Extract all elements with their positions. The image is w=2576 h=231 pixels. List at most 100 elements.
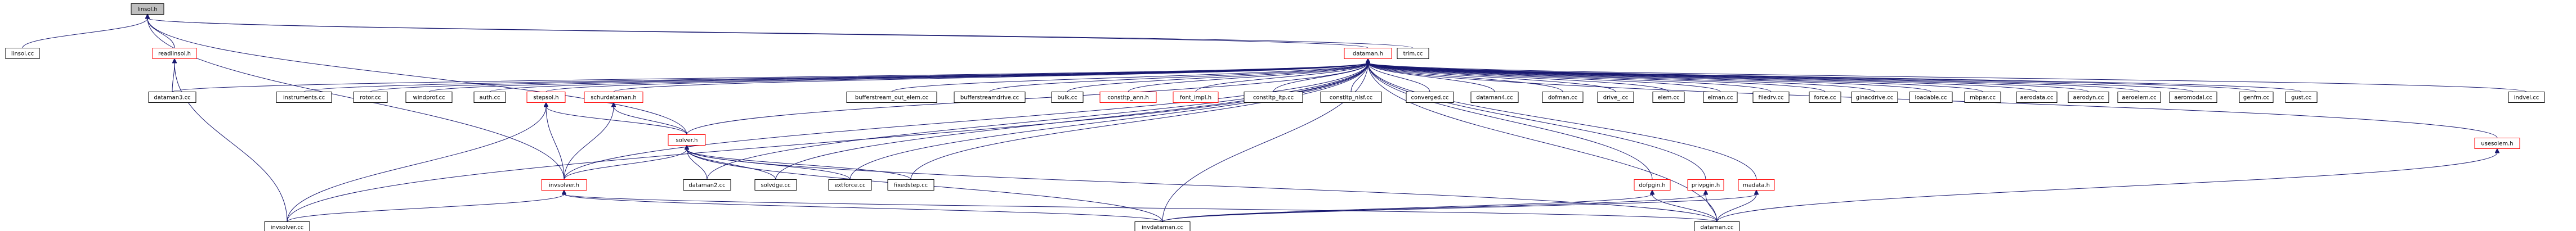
- edge-line: [22, 19, 147, 48]
- node-box: [1738, 179, 1775, 191]
- edge-line: [564, 150, 687, 180]
- node-label: instruments.cc: [283, 95, 325, 101]
- node-linsol-cc[interactable]: linsol.cc: [5, 48, 40, 59]
- node-font-impl-h[interactable]: font_impl.h: [1173, 92, 1219, 103]
- node-box: [264, 221, 310, 231]
- edge-madata_h-to-dataman_h: [1368, 63, 1757, 180]
- node-invsolver-cc[interactable]: invsolver.cc: [264, 221, 310, 231]
- node-loadable-cc[interactable]: loadable.cc: [1909, 92, 1953, 103]
- edge-dofpgin_h-to-dataman_h: [1368, 63, 1653, 180]
- node-dataman-h[interactable]: dataman.h: [1344, 48, 1392, 59]
- node-label: dataman2.cc: [688, 183, 725, 189]
- node-invsolver-h[interactable]: invsolver.h: [541, 179, 587, 191]
- node-bufferstreamdrive-cc[interactable]: bufferstreamdrive.cc: [954, 92, 1026, 103]
- node-box: [846, 92, 937, 103]
- edge-line: [1162, 194, 1706, 222]
- edge-line: [1652, 194, 1718, 222]
- node-windprof-cc[interactable]: windprof.cc: [405, 92, 453, 103]
- edge-converged_cc-to-dataman_h: [1368, 63, 1430, 92]
- edge-ginacdrive_cc-to-dataman_h: [1368, 63, 1875, 92]
- edge-line: [1368, 63, 1757, 180]
- edge-elman_cc-to-dataman_h: [1368, 63, 1721, 92]
- node-box: [1099, 92, 1157, 103]
- node-instruments-cc[interactable]: instruments.cc: [276, 92, 332, 103]
- node-gust-cc[interactable]: gust.cc: [2285, 92, 2318, 103]
- node-constltp-ltp-cc[interactable]: constltp_ltp.cc: [1244, 92, 1303, 103]
- node-readlinsol-h[interactable]: readlinsol.h: [152, 48, 197, 59]
- edge-line: [1706, 194, 1718, 222]
- node-trim-cc[interactable]: trim.cc: [1397, 48, 1429, 59]
- edge-line: [1368, 63, 1718, 222]
- node-label: converged.cc: [1411, 95, 1449, 101]
- node-indvel-cc[interactable]: indvel.cc: [2508, 92, 2545, 103]
- node-privpgin-h[interactable]: privpgin.h: [1687, 179, 1724, 191]
- node-dataman4-cc[interactable]: dataman4.cc: [1470, 92, 1519, 103]
- node-ginacdrive-cc[interactable]: ginacdrive.cc: [1851, 92, 1898, 103]
- node-aerodata-cc[interactable]: aerodata.cc: [2016, 92, 2058, 103]
- node-label: windprof.cc: [413, 95, 445, 101]
- node-box: [584, 92, 643, 103]
- edge-line: [849, 63, 1368, 180]
- node-box: [276, 92, 332, 103]
- edge-line: [1128, 63, 1368, 92]
- edge-line: [428, 63, 1368, 92]
- edge-invsolver_cc-to-invsolver_h: [287, 194, 564, 222]
- node-invdataman-cc[interactable]: invdataman.cc: [1134, 221, 1191, 231]
- node-label: stepsol.h: [533, 95, 558, 101]
- node-converged-cc[interactable]: converged.cc: [1406, 92, 1454, 103]
- node-dataman3-cc[interactable]: dataman3.cc: [148, 92, 196, 103]
- node-dofman-cc[interactable]: dofman.cc: [1542, 92, 1584, 103]
- node-force-cc[interactable]: force.cc: [1809, 92, 1841, 103]
- node-label: linsol.cc: [11, 51, 34, 57]
- node-constltp-nlsf-cc[interactable]: constltp_nlsf.cc: [1320, 92, 1382, 103]
- node-box: [1173, 92, 1219, 103]
- node-solvdge-cc[interactable]: solvdge.cc: [754, 179, 797, 191]
- edge-invsolver_h-to-schurdataman_h: [564, 107, 614, 180]
- node-label: solver.h: [676, 138, 698, 144]
- edge-line: [147, 19, 1414, 48]
- edge-invdataman_cc-to-madata_h: [1162, 194, 1756, 222]
- node-box: [887, 179, 934, 191]
- edge-readlinsol_h-to-linsol_h: [147, 19, 175, 48]
- node-bulk-cc[interactable]: bulk.cc: [1051, 92, 1084, 103]
- node-elem-cc[interactable]: elem.cc: [1652, 92, 1685, 103]
- node-filedrv-cc[interactable]: filedrv.cc: [1752, 92, 1790, 103]
- edge-instruments_cc-to-dataman_h: [303, 63, 1368, 92]
- node-aeroelem-cc[interactable]: aeroelem.cc: [2117, 92, 2161, 103]
- node-box: [1634, 179, 1671, 191]
- edge-line: [564, 107, 614, 180]
- node-bufferstream-out-elem-cc[interactable]: bufferstream_out_elem.cc: [846, 92, 937, 103]
- edge-line: [1368, 63, 1983, 92]
- node-dofpgin-h[interactable]: dofpgin.h: [1634, 179, 1671, 191]
- node-constltp-ann-h[interactable]: constltp_ann.h: [1099, 92, 1157, 103]
- edge-line: [1067, 63, 1368, 92]
- edge-mbpar_cc-to-dataman_h: [1368, 63, 1983, 92]
- edges-layer: [22, 19, 2527, 222]
- node-box: [353, 92, 388, 103]
- edge-line: [687, 150, 1718, 222]
- node-extforce-cc[interactable]: extforce.cc: [828, 179, 872, 191]
- node-rotor-cc[interactable]: rotor.cc: [353, 92, 388, 103]
- node-label: aeromodal.cc: [2174, 95, 2212, 101]
- edge-dataman_cc-to-privpgin_h: [1706, 194, 1718, 222]
- node-aerodyn-cc[interactable]: aerodyn.cc: [2068, 92, 2109, 103]
- node-solver-h[interactable]: solver.h: [668, 134, 706, 146]
- node-drive-cc[interactable]: drive_.cc: [1597, 92, 1634, 103]
- node-aeromodal-cc[interactable]: aeromodal.cc: [2169, 92, 2217, 103]
- node-auth-cc[interactable]: auth.cc: [473, 92, 506, 103]
- node-dataman-cc[interactable]: dataman.cc: [1694, 221, 1740, 231]
- node-genfm-cc[interactable]: genfm.cc: [2239, 92, 2274, 103]
- node-stepsol-h[interactable]: stepsol.h: [526, 92, 566, 103]
- node-elman-cc[interactable]: elman.cc: [1703, 92, 1738, 103]
- edge-bufferstream_out_elem_cc-to-dataman_h: [891, 63, 1368, 92]
- node-label: usesolem.h: [2481, 141, 2513, 147]
- node-fixedstep-cc[interactable]: fixedstep.cc: [887, 179, 934, 191]
- edge-solver_h-to-linsol_h: [147, 19, 687, 135]
- node-usesolem-h[interactable]: usesolem.h: [2474, 138, 2520, 149]
- node-schurdataman-h[interactable]: schurdataman.h: [584, 92, 643, 103]
- edge-invdataman_cc-to-dofpgin_h: [1162, 194, 1652, 222]
- node-madata-h[interactable]: madata.h: [1738, 179, 1775, 191]
- node-mbpar-cc[interactable]: mbpar.cc: [1964, 92, 2001, 103]
- edge-line: [489, 63, 1368, 92]
- node-dataman2-cc[interactable]: dataman2.cc: [683, 179, 731, 191]
